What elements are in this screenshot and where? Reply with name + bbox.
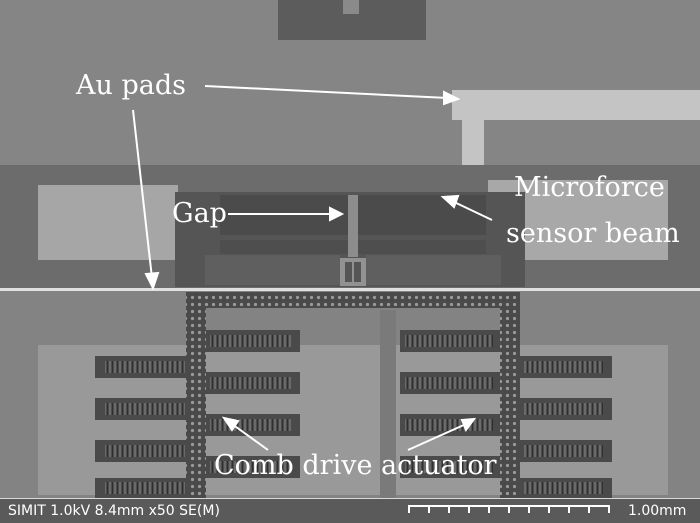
comb-left-inner: [206, 330, 300, 478]
scale-bar: [408, 505, 610, 513]
left-pad: [38, 185, 178, 260]
comb-left-outer: [95, 356, 190, 498]
label-microforce-line2: sensor beam: [506, 218, 680, 249]
au-pad-right: [452, 90, 700, 120]
au-line: [0, 288, 700, 291]
label-microforce-line1: Microforce: [514, 172, 665, 203]
comb-right-outer: [520, 356, 612, 498]
comb-right-inner: [400, 330, 500, 478]
label-comb-drive: Comb drive actuator: [214, 450, 497, 481]
label-gap: Gap: [172, 198, 227, 229]
anchor: [340, 258, 366, 286]
shuttle-frame: [186, 292, 520, 308]
label-au-pads: Au pads: [76, 70, 186, 101]
instrument-info: SIMIT 1.0kV 8.4mm x50 SE(M): [8, 503, 220, 519]
sem-info-bar: SIMIT 1.0kV 8.4mm x50 SE(M) 1.00mm: [0, 498, 700, 523]
annotation-arrows: [132, 85, 493, 451]
gap-line: [348, 195, 358, 257]
scale-label: 1.00mm: [628, 503, 687, 519]
